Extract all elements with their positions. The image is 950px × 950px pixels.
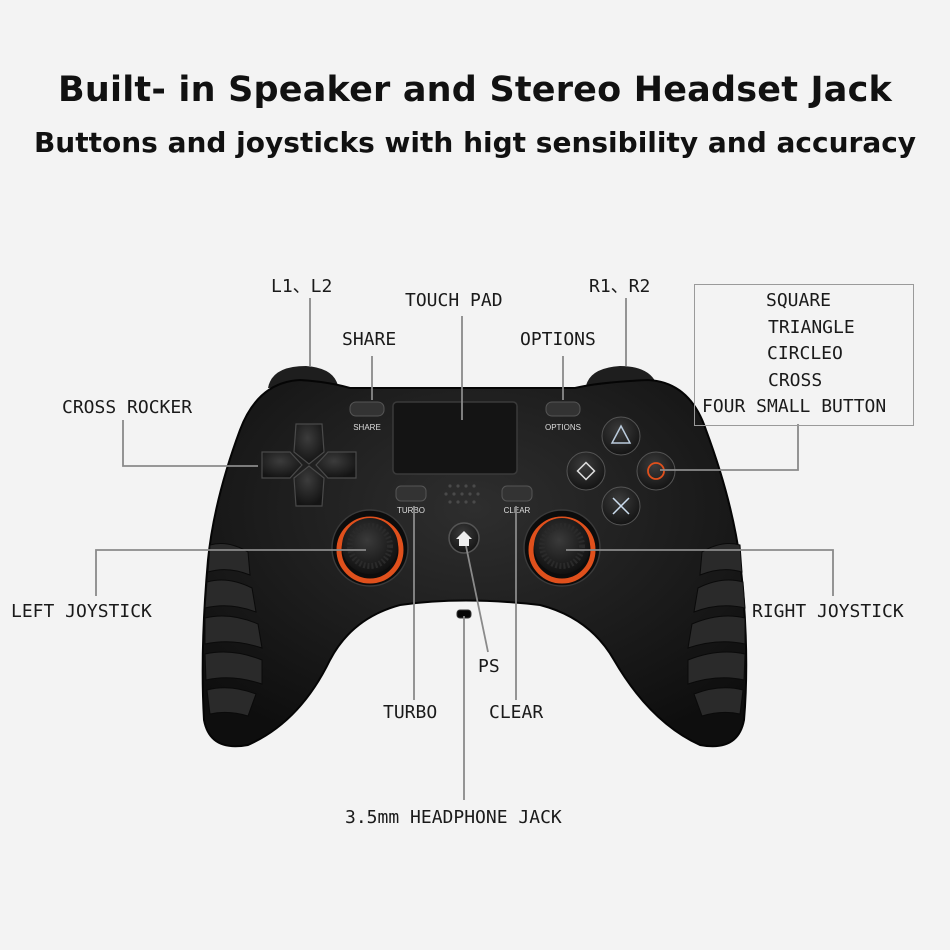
speaker-grille [444,484,480,504]
triangle-icon [610,424,632,444]
turbo-button-label: TURBO [397,506,425,515]
face-box-line-cross: CROSS [768,369,823,391]
turbo-button[interactable] [395,485,427,502]
dpad-right [315,451,357,479]
dpad[interactable] [261,423,357,507]
label-right-joystick: RIGHT JOYSTICK [752,601,904,622]
dpad-up [293,423,325,465]
leader-cross-rocker [122,420,258,467]
right-grip-texture [687,543,746,717]
square-button[interactable] [566,451,606,491]
leader-ps [465,545,489,653]
clear-button-label: CLEAR [504,506,531,515]
right-joystick[interactable] [523,509,601,587]
headline: Built- in Speaker and Stereo Headset Jac… [58,70,892,110]
label-turbo: TURBO [383,702,438,723]
dpad-down [293,465,325,507]
touchpad[interactable] [392,401,518,475]
clear-button[interactable] [501,485,533,502]
left-grip-texture [204,543,263,717]
share-button[interactable] [349,401,385,417]
circle-icon [647,462,665,480]
share-button-label: SHARE [353,423,381,432]
triangle-button[interactable] [601,416,641,456]
label-clear: CLEAR [489,702,544,723]
face-buttons-callout-box [694,284,914,426]
face-buttons [566,416,676,526]
label-left-joystick: LEFT JOYSTICK [11,601,152,622]
subheadline: Buttons and joysticks with higt sensibil… [33,126,917,159]
label-cross-rocker: CROSS ROCKER [62,397,193,418]
circle-button[interactable] [636,451,676,491]
face-box-line-circle: CIRCLEO [767,343,843,364]
leader-right-joystick [566,549,834,596]
home-icon [456,531,472,546]
face-box-line-square: SQUARE [766,290,832,311]
face-box-line-triangle: TRIANGLE [768,316,855,338]
face-box-line-four-small: FOUR SMALL BUTTON [702,396,887,417]
options-button[interactable] [545,401,581,417]
label-l1-l2: L1、L2 [271,276,333,297]
label-share: SHARE [342,329,397,350]
label-touch-pad: TOUCH PAD [405,290,503,311]
label-ps: PS [478,656,500,677]
leader-face-buttons [660,424,799,471]
square-icon [576,461,596,481]
options-button-label: OPTIONS [545,423,581,432]
cross-icon [612,497,630,515]
dpad-left [261,451,303,479]
left-joystick[interactable] [331,509,409,587]
face-buttons-callout-text: SQUARE TRIANGLE CIRCLEO CROSS FOUR SMALL… [702,288,886,421]
label-r1-r2: R1、R2 [589,276,651,297]
label-options: OPTIONS [520,329,596,350]
label-headphone-jack: 3.5mm HEADPHONE JACK [345,807,562,828]
leader-lines [95,298,834,800]
leader-left-joystick [95,549,366,596]
